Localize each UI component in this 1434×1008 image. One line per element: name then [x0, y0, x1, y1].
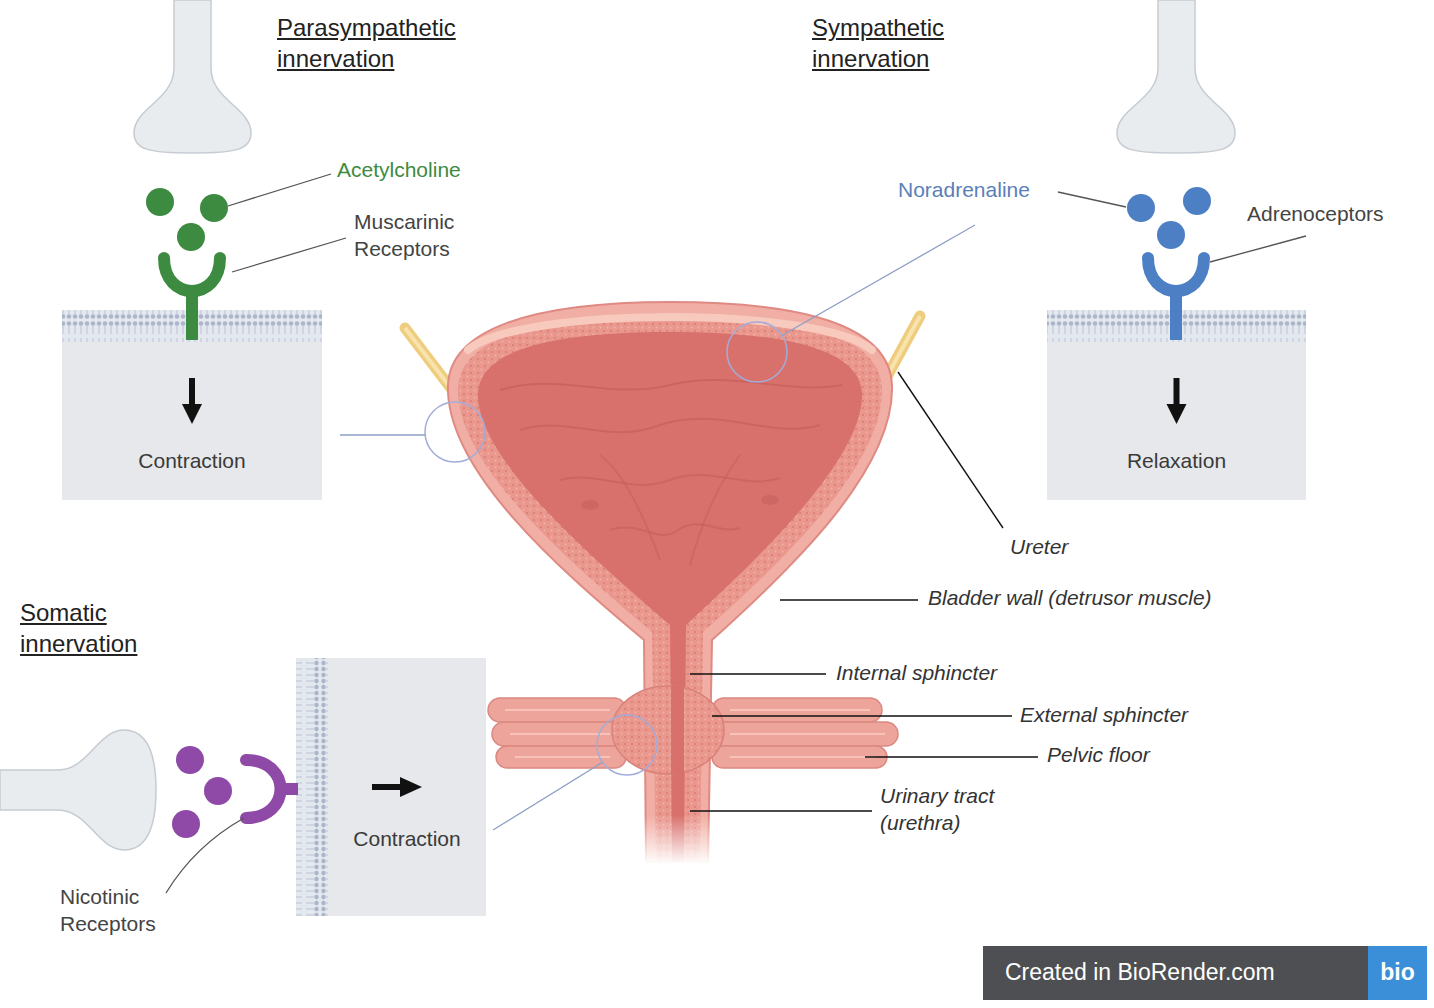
leader-line: [690, 810, 872, 811]
response-text: Contraction: [353, 826, 460, 852]
response-box: Contraction: [62, 342, 322, 500]
receptor-label: Muscarinic Receptors: [354, 208, 489, 263]
section-heading: Sympathetic innervation: [812, 12, 1012, 74]
direction-arrow: [62, 342, 322, 500]
leader-line: [232, 238, 346, 272]
receptor-label: Adrenoceptors: [1247, 200, 1384, 227]
direction-arrow: [1047, 342, 1306, 500]
bladder-organ: [458, 313, 882, 862]
direction-arrow: [328, 658, 486, 916]
part-name: Pelvic floor: [1047, 741, 1150, 768]
muscarinic-receptor: [186, 294, 198, 340]
direction-arrow: [1167, 404, 1187, 424]
bladder-organ: [610, 524, 740, 535]
response-box: Relaxation: [1047, 342, 1306, 500]
nerve-terminal: [1117, 0, 1235, 153]
zoom-circle: [425, 402, 485, 462]
response-box: Contraction: [328, 658, 486, 916]
nerve-terminal: [134, 0, 251, 153]
leader-line: [712, 715, 1012, 716]
nicotinic-receptor: [246, 760, 281, 818]
transmitter-label: Acetylcholine: [337, 156, 461, 183]
direction-arrow: [182, 404, 202, 424]
bladder-organ: [600, 455, 740, 565]
part-name: Ureter: [1010, 533, 1068, 560]
section-heading: Parasympathetic innervation: [277, 12, 517, 74]
logo-text: bio: [1380, 958, 1415, 987]
nicotinic-receptor: [282, 783, 298, 795]
direction-arrow: [400, 777, 422, 797]
direction-arrow: [1174, 378, 1180, 408]
response-text: Relaxation: [1127, 448, 1226, 474]
noradrenaline-molecule: [1127, 194, 1155, 222]
bladder-organ: [500, 380, 842, 390]
transmitter-label: Noradrenaline: [898, 176, 1030, 203]
response-text: Contraction: [138, 448, 245, 474]
leader-line: [865, 756, 1038, 757]
muscarinic-receptor: [164, 258, 220, 340]
direction-arrow: [372, 784, 404, 790]
bladder-organ: [520, 419, 820, 432]
logo-box: bio: [1368, 946, 1427, 1000]
leader-line: [690, 673, 826, 674]
adrenoceptor: [1148, 258, 1204, 291]
noradrenaline-molecule: [1157, 221, 1185, 249]
watermark-text: Created in BioRender.com: [1005, 958, 1275, 987]
callout-line: [781, 225, 975, 336]
callout-line: [340, 434, 425, 435]
zoom-circle: [597, 715, 657, 775]
bladder-organ: [560, 475, 780, 485]
leader-line: [1058, 192, 1126, 207]
acetylcholine-molecule: [200, 194, 228, 222]
acetylcholine-molecule: [176, 746, 204, 774]
leader-line: [228, 174, 331, 206]
acetylcholine-molecule: [172, 810, 200, 838]
bladder-organ: [761, 495, 779, 505]
bladder-organ: [448, 302, 892, 862]
nicotinic-receptor: [246, 760, 298, 818]
acetylcholine-molecule: [204, 777, 232, 805]
leader-line: [166, 818, 244, 893]
noradrenaline-molecule: [1183, 187, 1211, 215]
acetylcholine-molecule: [146, 188, 228, 251]
part-name: Urinary tract (urethra): [880, 782, 1040, 837]
external-sphincter-muscle: [612, 686, 724, 774]
external-sphincter-muscle: [612, 686, 724, 774]
receptor-label: Nicotinic Receptors: [60, 883, 185, 938]
leader-line: [1210, 236, 1306, 262]
part-name: External sphincter: [1020, 701, 1188, 728]
callout-line: [493, 762, 603, 830]
bladder-organ: [581, 500, 599, 510]
watermark-badge: Created in BioRender.com bio: [983, 946, 1427, 1000]
urethra-fade: [630, 815, 730, 865]
part-name: Bladder wall (detrusor muscle): [928, 584, 1212, 611]
cell-membrane: [296, 658, 328, 916]
external-sphincter-muscle: [671, 686, 684, 774]
bladder-organ: [478, 332, 862, 862]
section-heading: Somatic innervation: [20, 597, 190, 659]
acetylcholine-molecule: [172, 746, 232, 838]
bladder-organ: [448, 302, 892, 862]
part-name: Internal sphincter: [836, 659, 997, 686]
direction-arrow: [189, 378, 195, 408]
acetylcholine-molecule: [146, 188, 174, 216]
bladder-organ: [468, 317, 872, 350]
noradrenaline-molecule: [1127, 187, 1211, 249]
leader-line: [898, 372, 1003, 528]
acetylcholine-molecule: [177, 223, 205, 251]
adrenoceptor: [1170, 294, 1182, 340]
muscarinic-receptor: [164, 258, 220, 291]
leader-line: [780, 599, 918, 600]
zoom-circle: [727, 322, 787, 382]
adrenoceptor: [1148, 258, 1204, 340]
nerve-terminal: [0, 730, 156, 850]
